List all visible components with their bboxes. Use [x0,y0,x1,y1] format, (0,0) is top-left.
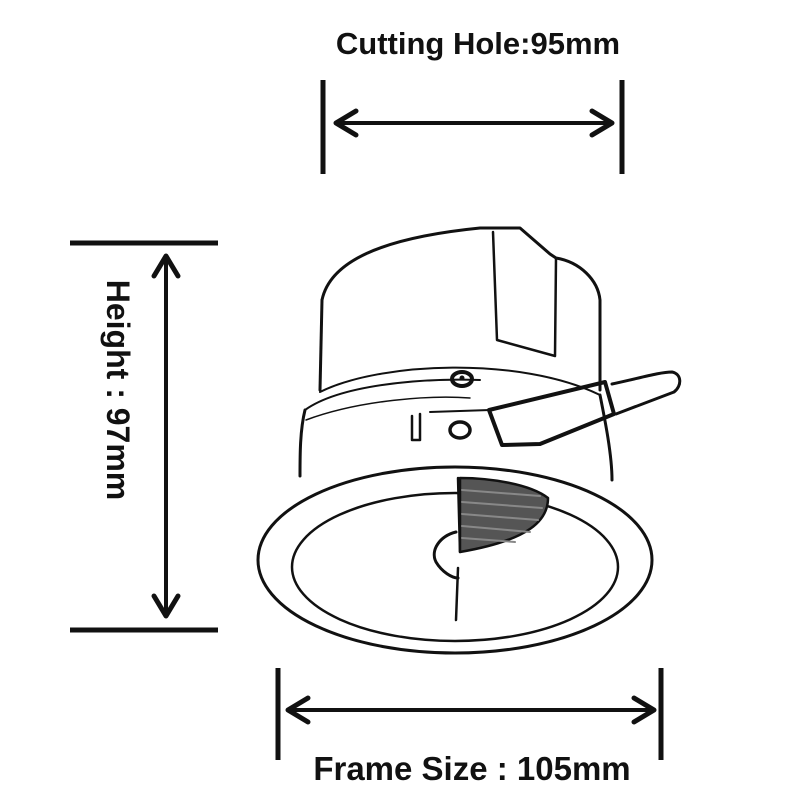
height-dimension [70,240,218,633]
frame-size-label: Frame Size : 105mm [313,750,631,787]
cutting-hole-dimension [320,80,625,174]
cutting-hole-label: Cutting Hole:95mm [335,26,621,61]
frame-size-dimension [275,668,664,760]
downlight-sketch [256,226,682,655]
